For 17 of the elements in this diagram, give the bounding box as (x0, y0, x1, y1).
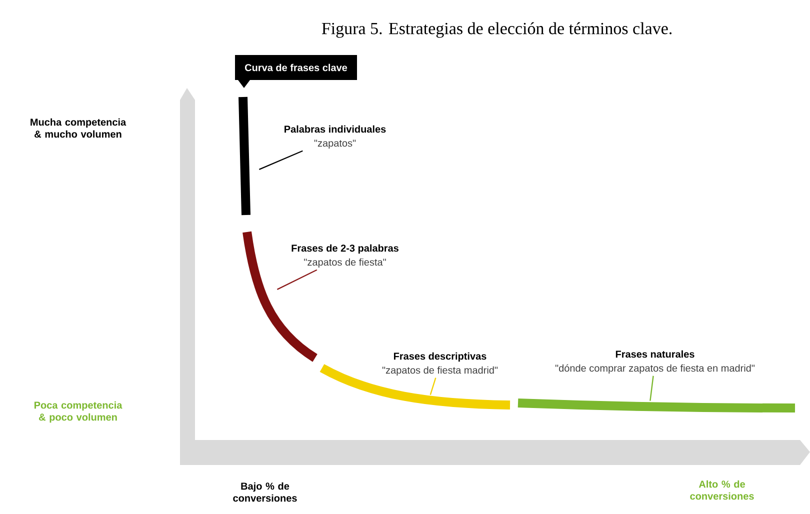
leader-line (650, 376, 654, 401)
axis-label: Bajo % de conversiones (233, 482, 297, 502)
leader-line (430, 378, 436, 395)
axis-label: Poca competencia & poco volumen (34, 401, 122, 423)
curve-segment (320, 364, 510, 410)
curve-segment (238, 96, 250, 216)
keyword-label: Frases de 2-3 palabras "zapatos de fiesta" (292, 244, 398, 268)
axis-label: Mucha competencia & mucho volumen (30, 118, 126, 138)
keyword-label: Palabras individuales "zapatos" (284, 125, 386, 149)
keyword-label: Frases naturales "dónde comprar zapatos de fiesta en madrid" (555, 350, 755, 374)
figure-title: Figura 5. Estrategias de elección de términos clave. (322, 22, 672, 38)
callout-box: Curva de frases clave (235, 55, 357, 88)
curve-segment (518, 398, 796, 412)
keyword-label: Frases descriptivas "zapatos de fiesta madrid" (382, 352, 498, 376)
leader-line (276, 269, 318, 290)
axis-label: Alto % de conversiones (690, 480, 754, 500)
leader-line (258, 150, 303, 170)
